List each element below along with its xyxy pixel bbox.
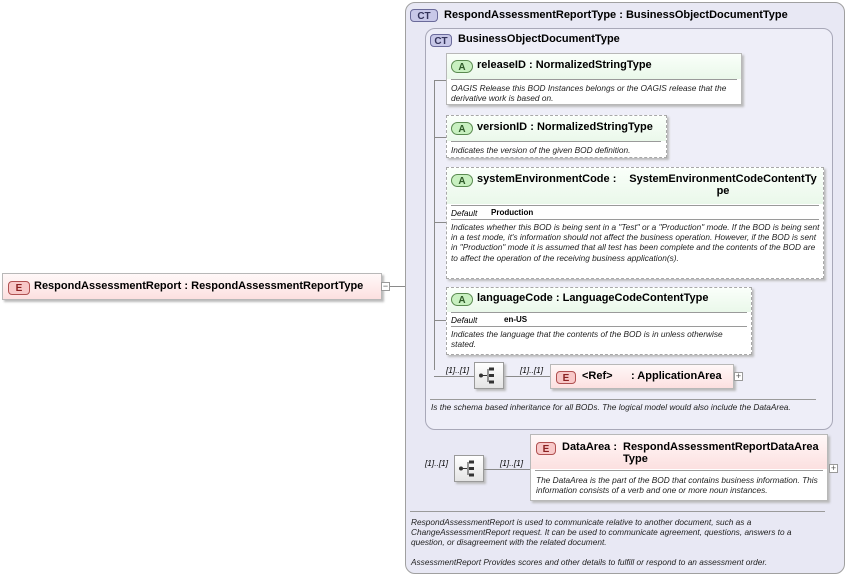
divider xyxy=(410,511,825,512)
connector xyxy=(390,286,406,287)
attribute-languageCode[interactable]: A languageCode : LanguageCodeContentType… xyxy=(446,287,752,355)
type-separator: : xyxy=(184,280,189,292)
outer-doc-2: AssessmentReport Provides scores and oth… xyxy=(411,557,768,567)
divider xyxy=(451,79,737,80)
divider xyxy=(451,219,819,220)
attribute-name: versionID xyxy=(477,121,528,133)
attribute-badge: A xyxy=(451,293,473,306)
attribute-badge: A xyxy=(451,174,473,187)
outer-doc: RespondAssessmentReport is used to commu… xyxy=(411,517,792,548)
ref-label: <Ref> xyxy=(582,370,613,382)
element-type: RespondAssessmentReportDataAreaType xyxy=(623,441,819,465)
attribute-releaseID[interactable]: A releaseID : NormalizedStringType OAGIS… xyxy=(446,53,742,105)
divider xyxy=(430,399,816,400)
connector xyxy=(484,469,530,470)
type-separator: : xyxy=(555,292,560,304)
type-separator: : xyxy=(529,59,533,71)
divider xyxy=(451,141,661,142)
sequence-icon xyxy=(479,367,494,384)
attribute-systemEnvironmentCode[interactable]: A systemEnvironmentCode : SystemEnvironm… xyxy=(446,167,824,279)
root-element[interactable]: E RespondAssessmentReport : RespondAsses… xyxy=(2,273,382,300)
complex-type-badge: CT xyxy=(430,34,452,47)
occurrence-label: [1]..[1] xyxy=(500,458,524,468)
attribute-doc: Indicates the language that the contents… xyxy=(451,329,723,350)
divider xyxy=(451,205,819,206)
complex-type-badge: CT xyxy=(410,9,438,22)
connector xyxy=(434,80,435,370)
default-label: Default xyxy=(451,315,478,325)
expand-toggle[interactable]: + xyxy=(734,371,743,381)
expand-toggle[interactable]: + xyxy=(829,463,838,473)
type-separator: : xyxy=(613,441,618,453)
default-value: en-US xyxy=(504,315,528,324)
attribute-doc: Indicates whether this BOD is being sent… xyxy=(451,222,820,263)
attribute-type: LanguageCodeContentType xyxy=(562,292,709,304)
type-separator: : xyxy=(530,121,534,133)
element-type: : ApplicationArea xyxy=(631,370,722,382)
element-badge: E xyxy=(536,442,556,455)
attribute-type: SystemEnvironmentCodeContentType xyxy=(629,173,817,197)
root-element-name: RespondAssessmentReport xyxy=(34,280,182,292)
attribute-doc: OAGIS Release this BOD Instances belongs… xyxy=(451,83,727,104)
default-label: Default xyxy=(451,208,478,218)
sequence-compositor[interactable] xyxy=(474,362,504,389)
divider xyxy=(535,470,823,471)
attribute-badge: A xyxy=(451,60,473,73)
divider xyxy=(451,312,747,313)
base-type-name: BusinessObjectDocumentType xyxy=(458,33,620,45)
element-dataarea[interactable]: E DataArea : RespondAssessmentReportData… xyxy=(530,434,828,501)
attribute-badge: A xyxy=(451,122,473,135)
type-separator: : xyxy=(612,173,617,185)
default-value: Production xyxy=(491,208,534,217)
divider xyxy=(451,326,747,327)
element-badge: E xyxy=(8,281,30,295)
attribute-name: systemEnvironmentCode xyxy=(477,173,610,185)
occurrence-label: [1]..[1] xyxy=(446,365,470,375)
attribute-name: languageCode xyxy=(477,292,553,304)
element-doc: The DataArea is the part of the BOD that… xyxy=(536,475,818,496)
element-badge: E xyxy=(556,371,576,384)
element-applicationarea[interactable]: E <Ref> : ApplicationArea xyxy=(550,364,734,389)
attribute-versionID[interactable]: A versionID : NormalizedStringType Indic… xyxy=(446,115,667,158)
sequence-compositor[interactable] xyxy=(454,455,484,482)
occurrence-label: [1]..[1] xyxy=(425,458,449,468)
root-element-type: RespondAssessmentReportType xyxy=(191,280,364,292)
connector xyxy=(434,137,446,138)
occurrence-label: [1]..[1] xyxy=(520,365,544,375)
sequence-icon xyxy=(459,460,474,477)
attribute-doc: Indicates the version of the given BOD d… xyxy=(451,145,631,155)
connector xyxy=(434,376,474,377)
connector xyxy=(434,320,446,321)
attribute-type: NormalizedStringType xyxy=(535,59,652,71)
outer-type-name: RespondAssessmentReportType : BusinessOb… xyxy=(444,9,788,21)
attribute-name: releaseID xyxy=(477,59,526,71)
connector xyxy=(504,376,550,377)
attribute-type: NormalizedStringType xyxy=(536,121,653,133)
element-name: DataArea xyxy=(562,441,611,453)
connector xyxy=(434,222,446,223)
connector xyxy=(434,80,446,81)
collapse-toggle[interactable]: − xyxy=(381,281,390,291)
base-doc: Is the schema based inheritance for all … xyxy=(431,402,791,412)
